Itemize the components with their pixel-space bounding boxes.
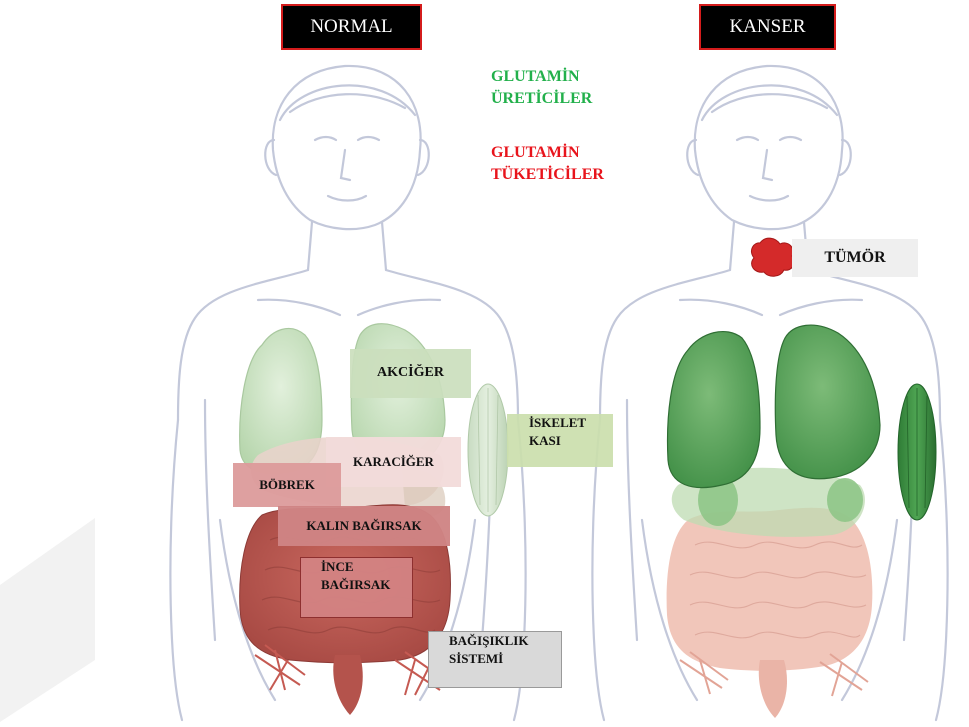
legend-producers-line1: GLUTAMİN <box>491 66 592 88</box>
label-lung: AKCİĞER <box>350 349 471 398</box>
cancer-right-lung <box>775 325 880 479</box>
cancer-kidney-right <box>827 478 863 522</box>
label-skeletal-muscle: İSKELET KASI <box>507 414 613 467</box>
normal-rectum <box>333 655 362 715</box>
cancer-organs <box>667 238 936 718</box>
legend-producers: GLUTAMİN ÜRETİCİLER <box>491 66 592 110</box>
label-kidney: BÖBREK <box>233 463 341 507</box>
watermark-chevron <box>0 518 95 722</box>
normal-header: NORMAL <box>281 4 422 50</box>
tumor-shape <box>752 238 795 276</box>
label-immune-system: BAĞIŞIKLIK SİSTEMİ <box>428 631 562 688</box>
label-immune-line2: SİSTEMİ <box>449 650 503 668</box>
label-small-intestine-line1: İNCE <box>321 558 354 576</box>
legend-consumers-line1: GLUTAMİN <box>491 142 604 164</box>
label-tumor: TÜMÖR <box>792 239 918 277</box>
label-immune-line1: BAĞIŞIKLIK <box>449 632 528 650</box>
label-skeletal-muscle-line1: İSKELET <box>529 414 586 432</box>
legend-producers-line2: ÜRETİCİLER <box>491 88 592 110</box>
cancer-header: KANSER <box>699 4 836 50</box>
label-liver: KARACİĞER <box>326 437 461 487</box>
label-large-intestine: KALIN BAĞIRSAK <box>278 506 450 546</box>
label-small-intestine-line2: BAĞIRSAK <box>321 576 390 594</box>
label-small-intestine: İNCE BAĞIRSAK <box>300 557 413 618</box>
legend-consumers-line2: TÜKETİCİLER <box>491 164 604 186</box>
legend-consumers: GLUTAMİN TÜKETİCİLER <box>491 142 604 186</box>
cancer-left-lung <box>668 332 760 488</box>
label-skeletal-muscle-line2: KASI <box>529 432 561 450</box>
